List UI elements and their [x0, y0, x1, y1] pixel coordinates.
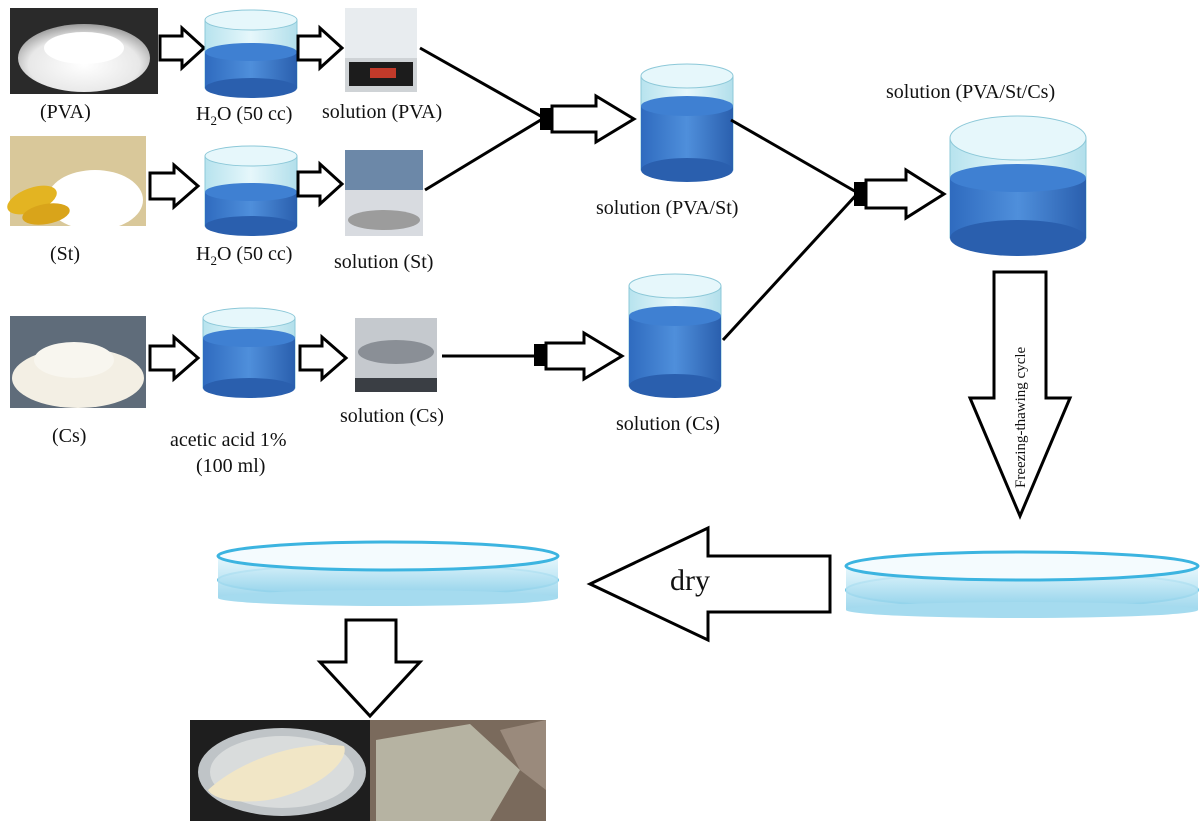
final-beaker — [949, 115, 1087, 256]
hydrogel-photo-dish — [190, 720, 370, 821]
label-st: (St) — [50, 243, 80, 265]
pva-st-beaker — [640, 63, 734, 182]
arrow-water-to-stirrer-1 — [296, 24, 345, 72]
label-acid-line2: (100 ml) — [196, 455, 266, 477]
arrow-pva-to-water — [158, 24, 207, 72]
water-1-rest: O (50 cc) — [216, 103, 293, 125]
arrow-acid-to-stirrer — [298, 333, 349, 383]
stirrer-photo-st — [345, 150, 423, 236]
water-2-sub: 2 — [210, 253, 217, 268]
merge-lines-final — [721, 118, 866, 342]
label-freeze-thaw: Freezing-thawing cycle — [1013, 346, 1029, 488]
label-solution-cs-beaker: solution (Cs) — [616, 413, 720, 435]
label-solution-cs: solution (Cs) — [340, 405, 444, 427]
label-water-2: H2O (50 cc) — [196, 244, 292, 267]
label-solution-st: solution (St) — [334, 251, 434, 273]
arrow-to-pva-st — [550, 93, 637, 145]
water-beaker-2 — [204, 145, 298, 236]
label-solution-pva-st: solution (PVA/St) — [596, 197, 739, 219]
water-2-rest: O (50 cc) — [216, 243, 293, 265]
water-beaker-1 — [204, 9, 298, 98]
arrow-to-hydrogel — [316, 618, 424, 719]
line-cs-to-beaker — [442, 344, 546, 366]
arrow-to-cs-beaker — [544, 330, 625, 382]
water-1-h: H — [196, 103, 211, 125]
stirrer-photo-pva — [345, 8, 417, 92]
petri-dish-right — [844, 550, 1200, 618]
cs-beaker — [628, 273, 722, 398]
stirrer-photo-cs — [355, 318, 437, 392]
arrow-water-to-stirrer-2 — [296, 160, 345, 208]
label-water-1: H2O (50 cc) — [196, 104, 292, 127]
label-solution-pva: solution (PVA) — [322, 101, 443, 123]
label-solution-final: solution (PVA/St/Cs) — [886, 81, 1056, 103]
dry-arrow — [586, 525, 832, 643]
acid-beaker — [202, 307, 296, 398]
label-pva: (PVA) — [40, 101, 91, 123]
hydrogel-photo-film — [370, 720, 546, 821]
chitosan-powder-photo — [10, 316, 146, 408]
pva-powder-photo — [10, 8, 158, 94]
arrow-to-final — [864, 167, 947, 221]
water-2-h: H — [196, 243, 211, 265]
water-1-sub: 2 — [210, 113, 217, 128]
freeze-thaw-arrow — [967, 270, 1073, 520]
label-cs: (Cs) — [52, 425, 87, 447]
merge-lines-pva-st — [419, 46, 552, 192]
starch-photo — [7, 136, 146, 230]
arrow-cs-to-acid — [148, 333, 201, 383]
label-dry: dry — [670, 564, 710, 597]
petri-dish-left — [216, 540, 560, 606]
label-acid-line1: acetic acid 1% — [170, 429, 287, 451]
arrow-st-to-water — [148, 161, 201, 211]
